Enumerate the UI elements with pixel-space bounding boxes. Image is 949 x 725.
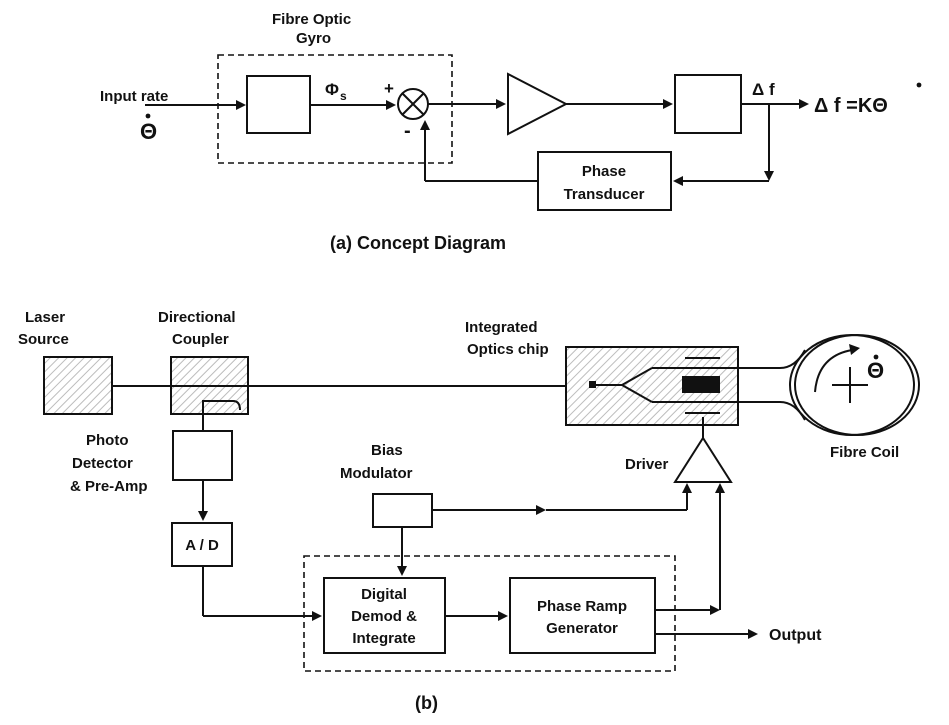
input-arrowhead [236,100,246,110]
phase-transducer-line1: Phase [582,163,626,180]
ad-label: A / D [185,537,219,554]
phase-ramp-generator-block [509,577,656,654]
integrated-optics-line2: Optics chip [467,341,549,358]
gyro-enclosure [217,54,453,164]
gyro-label-line1: Fibre Optic [272,11,351,28]
bias-modulator-line2: Modulator [340,465,413,482]
chip-input-port [589,381,596,388]
laser-source-block [43,356,113,415]
laser-source-line2: Source [18,331,69,348]
bias-mid-arrowhead [536,505,546,515]
amp-arrowhead [496,99,506,109]
output-arrowhead [799,99,809,109]
driver-triangle [673,436,733,483]
photo-detector-block [172,430,233,481]
summing-cross-b [402,93,424,115]
integrator-block [674,74,742,134]
chip-modulator-electrode [682,376,720,393]
output-equation: Δ f =KΘ [814,95,888,117]
digital-enclosure [303,555,676,672]
driver-input-b-arrowhead [715,483,725,493]
phi-subscript: s [340,89,347,103]
output-equation-dot [916,82,922,88]
block-arrowhead [663,99,673,109]
coil-rate-dot [873,354,879,360]
digital-demod-line3: Integrate [352,630,415,647]
concept-diagram: Fibre Optic Gyro Input rate Θ Φ s + - Δ … [100,11,922,253]
directional-coupler-line2: Coupler [172,331,229,348]
demod-input-arrowhead [312,611,322,621]
chip-waveguide-upper [621,367,653,386]
coupler-tap-path [202,400,241,430]
bias-modulator-line1: Bias [371,442,403,459]
photo-detector-line2: Detector [72,455,133,472]
photo-detector-line1: Photo [86,432,129,449]
caption-a: (a) Concept Diagram [330,233,506,253]
output-arrowhead-b [748,629,758,639]
implementation-diagram: Laser Source Directional Coupler Integra… [18,309,920,713]
driver-input-a-arrowhead [682,483,692,493]
directional-coupler-line1: Directional [158,309,236,326]
plus-sign: + [384,79,394,98]
output-label: Output [769,627,822,644]
feedback-up-arrowhead [420,120,430,130]
ramp-input-arrowhead [498,611,508,621]
fibre-coil-outer [794,334,920,436]
delta-f-label: Δ f [752,80,775,99]
coil-rate-symbol: Θ [867,358,884,383]
ramp-right-arrowhead [710,605,720,615]
integrated-optics-line1: Integrated [465,319,538,336]
digital-demod-line1: Digital [361,586,407,603]
input-rate-label: Input rate [100,88,168,105]
input-rate-dot [145,113,151,119]
phase-transducer-line2: Transducer [564,186,645,203]
ad-converter-block [171,522,233,567]
bias-down-arrowhead [397,566,407,576]
digital-demod-block [323,577,446,654]
bias-modulator-block [372,493,433,528]
feedback-down-arrowhead [764,171,774,181]
phi-arrowhead [386,100,396,110]
rotation-arc [814,349,853,393]
photo-detector-line3: & Pre-Amp [70,478,148,495]
driver-label: Driver [625,456,669,473]
rotation-arrowhead [849,344,860,355]
transducer-arrowhead [673,176,683,186]
amplifier-triangle [507,72,569,136]
phase-ramp-line1: Phase Ramp [537,598,627,615]
phase-transducer-block [537,151,672,211]
caption-b: (b) [415,693,438,713]
minus-sign: - [404,120,411,142]
gyro-block [246,75,311,134]
phi-symbol: Φ [325,80,339,99]
laser-source-line1: Laser [25,309,65,326]
phase-ramp-line2: Generator [546,620,618,637]
chip-waveguide-lower [621,384,653,403]
ad-arrowhead [198,511,208,521]
fibre-coil-label: Fibre Coil [830,444,899,461]
input-rate-symbol: Θ [140,119,157,144]
digital-demod-line2: Demod & [351,608,417,625]
gyro-label-line2: Gyro [296,30,331,47]
